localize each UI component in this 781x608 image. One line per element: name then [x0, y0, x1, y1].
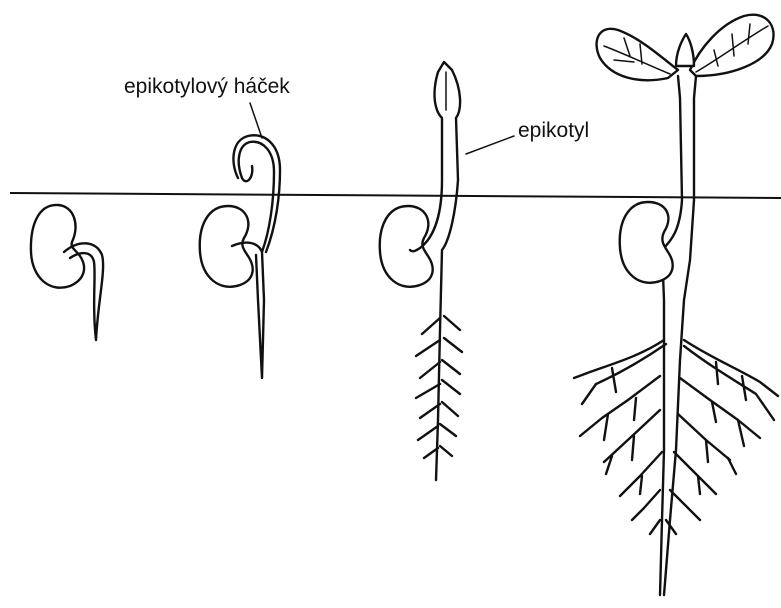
stage-1-radicle — [64, 243, 103, 340]
stage-2-cotyledon — [200, 206, 253, 287]
stage-3-label-leader — [466, 136, 514, 154]
stage-4-stem — [660, 76, 696, 595]
label-epicotyl: epikotyl — [518, 120, 589, 141]
soil-surface-line — [10, 193, 781, 198]
stage-1-seed — [31, 205, 103, 340]
stage-1-cotyledon — [31, 205, 84, 288]
stage-4-seedling — [574, 15, 778, 595]
stage-2-hook — [200, 103, 280, 378]
stage-4-right-leaf — [690, 15, 774, 76]
stage-2-label-leader — [250, 103, 262, 138]
stage-4-cotyledon — [620, 202, 673, 283]
stage-3-epicotyl — [380, 62, 514, 480]
label-epicotyl-hook: epikotylový háček — [124, 76, 290, 97]
stage-4-bud — [676, 34, 694, 66]
stage-3-cotyledon — [380, 206, 433, 287]
